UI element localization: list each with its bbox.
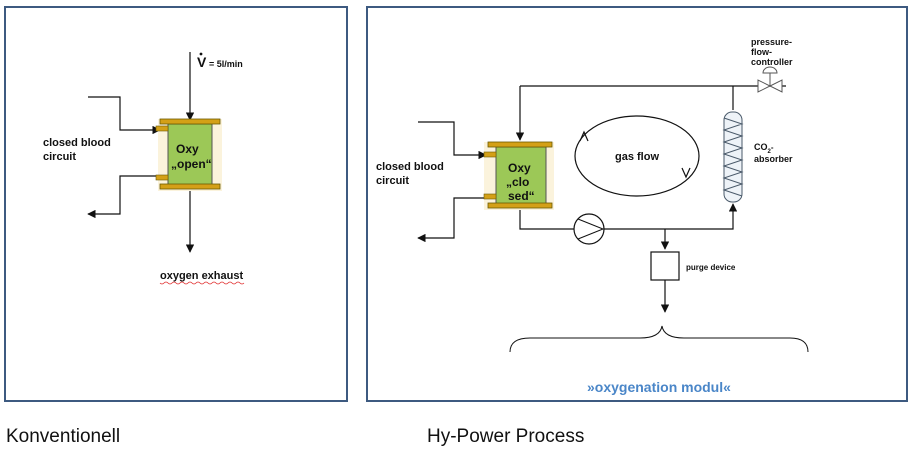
- pump-icon: [573, 213, 605, 245]
- oxy-outlet-line: [519, 207, 574, 230]
- blood-inflow-arrow-right: [418, 121, 487, 160]
- blood-inflow-arrow: [88, 96, 161, 135]
- absorber-label-line2: absorber: [754, 154, 793, 164]
- gas-flow-arrowhead-up: [579, 130, 589, 142]
- oxy-label-line2: „open“: [171, 157, 212, 171]
- blood-outflow-arrow: [87, 175, 160, 219]
- co2-absorber: [722, 111, 744, 203]
- absorber-label-co: CO2-: [754, 142, 774, 155]
- purge-device-label: purge device: [686, 263, 736, 272]
- blood-outflow-arrow-right: [417, 197, 486, 243]
- oxy-closed-label-line1: Oxy: [508, 161, 531, 175]
- conventional-diagram: [87, 52, 195, 253]
- gas-flow-label: gas flow: [615, 151, 659, 163]
- pressure-flow-controller: [757, 66, 783, 93]
- module-brace: [509, 325, 809, 353]
- caption-conventional: Konventionell: [6, 426, 121, 447]
- conventional-panel: [4, 6, 348, 402]
- oxy-closed-label-line3: sed“: [508, 189, 535, 203]
- caption-hy-power: Hy-Power Process: [427, 426, 585, 447]
- closed-blood-label-line1: closed blood: [43, 137, 111, 149]
- closed-blood-label-right-line1: closed blood: [376, 161, 444, 173]
- gas-flow-arrowhead-down: [681, 167, 691, 179]
- oxygenator-closed: [483, 141, 554, 210]
- oxy-closed-label-line2: „clo: [506, 175, 529, 189]
- hy-power-panel: [366, 6, 908, 402]
- oxygenator-open: [155, 118, 222, 191]
- purge-device-box: [650, 251, 680, 281]
- absorber-return-arrow: [665, 203, 738, 230]
- flow-dot: [199, 52, 203, 56]
- closed-blood-label-line2: circuit: [43, 151, 76, 163]
- oxygen-exhaust-label: oxygen exhaust: [160, 270, 243, 282]
- closed-blood-label-right-line2: circuit: [376, 175, 409, 187]
- controller-label-line1: pressure-: [751, 37, 792, 47]
- flow-rate-label: = 5l/min: [209, 59, 243, 69]
- volume-flow-symbol: V: [197, 54, 207, 70]
- controller-label-line3: controller: [751, 57, 793, 67]
- controller-label-line2: flow-: [751, 47, 772, 57]
- oxy-label-line1: Oxy: [176, 142, 199, 156]
- gas-flow-loop: [574, 115, 700, 197]
- spellcheck-underline: [159, 281, 245, 285]
- oxygenation-module-label: »oxygenation modul«: [587, 379, 731, 395]
- hy-power-diagram: [417, 85, 786, 313]
